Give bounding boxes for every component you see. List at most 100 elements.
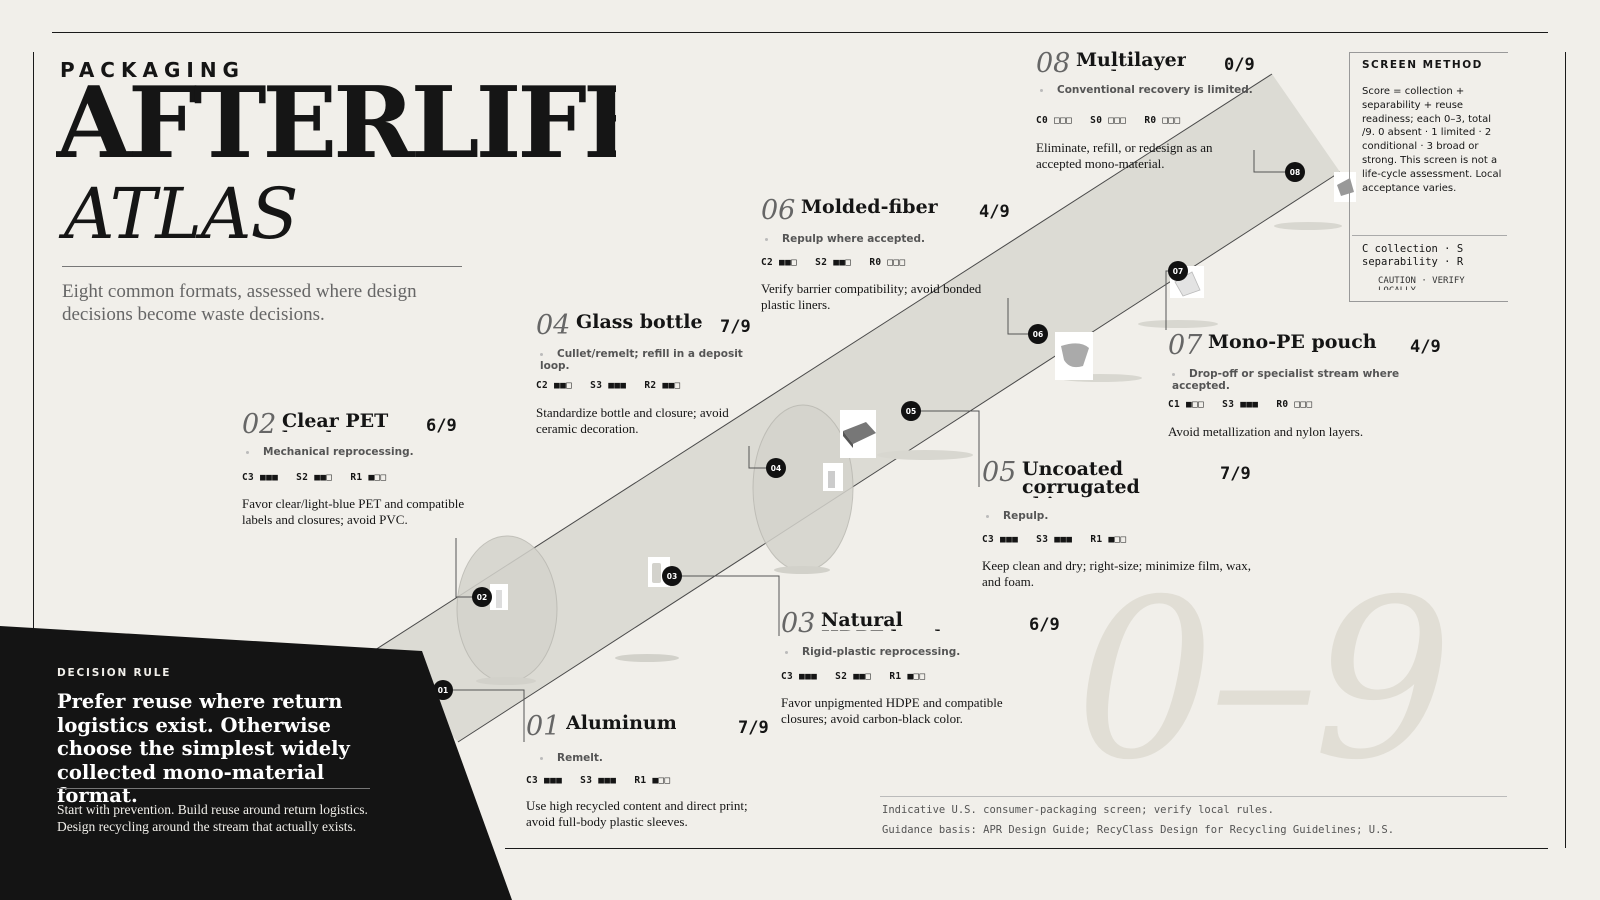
- format-score: 6/9: [1029, 615, 1060, 635]
- frame-right-rule: [1565, 52, 1566, 848]
- design-guidance: Use high recycled content and direct pri…: [526, 798, 748, 829]
- score-breakdown: C3 ■■■ S2 ■■□ R1 ■□□: [781, 671, 926, 682]
- format-score: 0/9: [1224, 55, 1255, 75]
- format-name: Multilayer sachet: [1076, 51, 1186, 71]
- format-name: Natural HDPE bottle: [821, 611, 954, 631]
- end-of-life-stream: Repulp.: [986, 510, 1048, 522]
- format-number: 07: [1168, 330, 1203, 361]
- marker-label-07: 07: [1173, 267, 1183, 276]
- end-of-life-stream: Conventional recovery is limited.: [1040, 84, 1253, 96]
- method-description: Score = collection + separability + reus…: [1362, 86, 1502, 194]
- format-card-08[interactable]: 08 Multilayer sachet 0/9 Conventional re…: [1036, 49, 1276, 174]
- score-breakdown: C0 □□□ S0 □□□ R0 □□□: [1036, 115, 1181, 126]
- format-number: 01: [526, 711, 561, 742]
- format-number: 08: [1036, 48, 1071, 79]
- format-number: 06: [761, 195, 796, 226]
- format-number: 05: [982, 457, 1017, 488]
- method-legend: C collection · S separability · R: [1362, 243, 1464, 268]
- footer-sources: Guidance basis: APR Design Guide; RecyCl…: [882, 824, 1395, 836]
- score-band: [375, 74, 1340, 742]
- marker-08[interactable]: [1285, 162, 1305, 182]
- leader-line-01: [443, 689, 525, 742]
- shadow: [1274, 222, 1342, 230]
- format-card-01[interactable]: 01 Aluminum can 7/9 Remelt. C3 ■■■ S3 ■■…: [526, 712, 776, 842]
- end-of-life-stream: Mechanical reprocessing.: [246, 446, 414, 458]
- score-breakdown: C3 ■■■ S2 ■■□ R1 ■□□: [242, 472, 387, 483]
- format-score: 4/9: [979, 202, 1010, 222]
- design-guidance: Standardize bottle and closure; avoid ce…: [536, 405, 729, 436]
- page-subtitle: ATLAS: [64, 173, 298, 255]
- caution-note: CAUTION · VERIFY LOCALLY: [1378, 276, 1465, 290]
- format-number: 04: [536, 310, 571, 341]
- marker-04[interactable]: [766, 458, 786, 478]
- marker-02[interactable]: [472, 587, 492, 607]
- marker-label-03: 03: [667, 572, 677, 581]
- end-of-life-stream: Cullet/remelt; refill in a deposit loop.: [540, 348, 743, 372]
- score-breakdown: C3 ■■■ S3 ■■■ R1 ■□□: [982, 534, 1127, 545]
- decision-rule-headline: Prefer reuse where return logistics exis…: [57, 690, 350, 807]
- marker-01[interactable]: [433, 680, 453, 700]
- method-panel: [1349, 52, 1508, 302]
- marker-label-05: 05: [906, 407, 916, 416]
- format-name: Uncoated corrugated shipper: [1022, 460, 1140, 498]
- method-title: SCREEN METHOD: [1362, 59, 1483, 71]
- shadow: [877, 450, 973, 460]
- design-guidance: Favor unpigmented HDPE and compatible cl…: [781, 695, 1003, 726]
- format-score: 6/9: [426, 416, 457, 436]
- format-score: 7/9: [720, 317, 751, 337]
- design-guidance: Eliminate, refill, or redesign as an acc…: [1036, 140, 1213, 171]
- format-score: 4/9: [1410, 337, 1441, 357]
- marker-06[interactable]: [1028, 324, 1048, 344]
- shadow: [1138, 320, 1218, 328]
- format-card-02[interactable]: 02 Clear PET bottle 6/9 Mechanical repro…: [242, 410, 482, 545]
- pet-bottle-icon: [490, 584, 508, 610]
- kicker: PACKAGING: [60, 58, 245, 82]
- marker-label-06: 06: [1033, 330, 1043, 339]
- score-breakdown: C1 ■□□ S3 ■■■ R0 □□□: [1168, 399, 1313, 410]
- title-divider: [62, 266, 462, 267]
- footer-divider: [880, 796, 1507, 797]
- score-breakdown: C2 ■■□ S3 ■■■ R2 ■■□: [536, 380, 681, 391]
- marker-label-02: 02: [477, 593, 487, 602]
- format-card-03[interactable]: 03 Natural HDPE bottle 6/9 Rigid-plastic…: [781, 609, 1081, 734]
- score-range-watermark: 0–9: [1075, 552, 1453, 808]
- format-number: 02: [242, 409, 277, 440]
- score-breakdown: C3 ■■■ S3 ■■■ R1 ■□□: [526, 775, 671, 786]
- design-guidance: Verify barrier compatibility; avoid bond…: [761, 281, 982, 312]
- decision-rule-body: Start with prevention. Build reuse aroun…: [57, 802, 368, 834]
- frame-left-rule: [33, 52, 34, 642]
- design-guidance: Keep clean and dry; right-size; minimize…: [982, 558, 1251, 589]
- leader-line-03: [672, 575, 780, 636]
- marker-label-08: 08: [1290, 168, 1300, 177]
- format-score: 7/9: [738, 718, 769, 738]
- format-name: Aluminum can: [566, 714, 676, 734]
- leader-line-08: [1253, 150, 1294, 173]
- box-icon: [840, 410, 876, 458]
- format-card-07[interactable]: 07 Mono-PE pouch 4/9 Drop-off or special…: [1168, 331, 1458, 446]
- intro-text: Eight common formats, assessed where des…: [62, 281, 417, 325]
- score-breakdown: C2 ■■□ S2 ■■□ R0 □□□: [761, 257, 906, 268]
- end-of-life-stream: Repulp where accepted.: [765, 233, 925, 245]
- marker-05[interactable]: [901, 401, 921, 421]
- end-of-life-stream: Remelt.: [540, 752, 603, 764]
- leader-line-05: [911, 410, 980, 487]
- marker-03[interactable]: [662, 566, 682, 586]
- format-name: Mono-PE pouch: [1208, 333, 1377, 353]
- method-divider: [1352, 235, 1507, 236]
- shadow: [476, 677, 536, 685]
- glass-bottle-icon: [823, 463, 843, 491]
- decision-rule-label: DECISION RULE: [57, 667, 172, 679]
- end-of-life-stream: Drop-off or specialist stream where acce…: [1172, 368, 1400, 392]
- format-card-06[interactable]: 06 Molded-fiber tray 4/9 Repulp where ac…: [761, 196, 1031, 321]
- footer-note: Indicative U.S. consumer-packaging scree…: [882, 804, 1274, 816]
- marker-label-01: 01: [438, 686, 448, 695]
- marker-07[interactable]: [1168, 261, 1188, 281]
- decision-rule-panel: [0, 626, 512, 900]
- design-guidance: Avoid metallization and nylon layers.: [1168, 424, 1364, 439]
- format-card-05[interactable]: 05 Uncoated corrugated shipper 7/9 Repul…: [982, 458, 1262, 593]
- decision-rule-divider: [57, 788, 370, 789]
- format-card-04[interactable]: 04 Glass bottle 7/9 Cullet/remelt; refil…: [536, 311, 766, 441]
- frame-top-rule: [52, 32, 1548, 33]
- end-of-life-stream: Rigid-plastic reprocessing.: [785, 646, 960, 658]
